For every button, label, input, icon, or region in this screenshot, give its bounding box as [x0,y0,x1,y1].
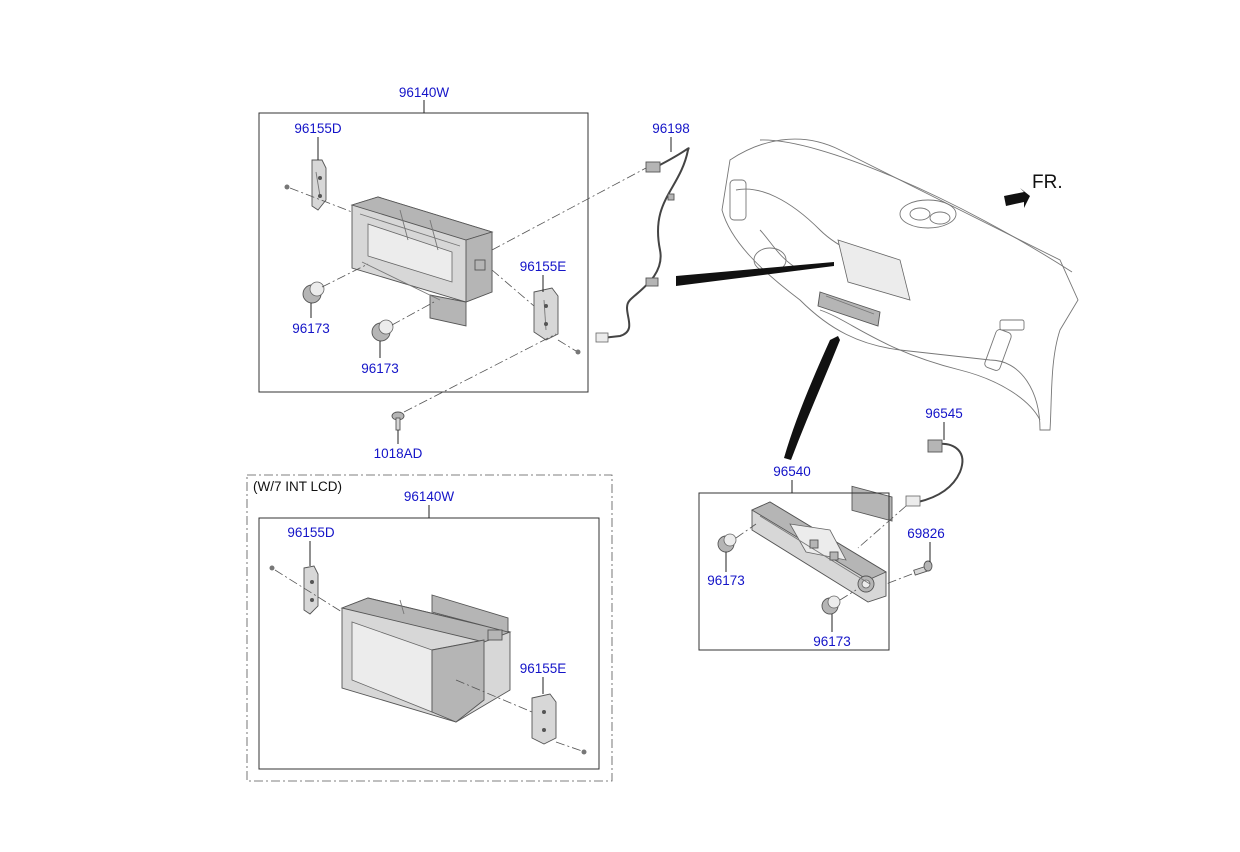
knob-96173-aircon-left [717,533,737,553]
label-bracket-right-top[interactable]: 96155E [520,259,567,274]
label-aircon-knob-2[interactable]: 96173 [813,634,851,649]
bracket-96155e-lcd [531,693,557,745]
label-front-direction: FR. [1032,172,1063,193]
label-aircon-knob-1[interactable]: 96173 [707,573,745,588]
label-aircon-screw[interactable]: 69826 [907,526,945,541]
label-aircon-cable[interactable]: 96545 [925,406,963,421]
bracket-96155d-top [311,159,327,211]
knob-96173-aircon-right [821,595,841,615]
label-audio-lcd[interactable]: 96140W [404,489,455,504]
label-bracket-right-lcd[interactable]: 96155E [520,661,567,676]
label-bracket-left-lcd[interactable]: 96155D [287,525,335,540]
dash-center-stack [817,239,911,522]
bracket-96155e-top [533,287,559,341]
label-screw[interactable]: 1018AD [374,446,423,461]
screw-69826 [913,560,933,576]
knob-96173-left [302,281,325,304]
label-bracket-left-top[interactable]: 96155D [294,121,342,136]
lcd-head-unit-illustration [340,594,512,723]
aircon-group [698,422,964,651]
knob-96173-center [371,319,394,342]
label-audio-main[interactable]: 96140W [399,85,450,100]
label-knob-2[interactable]: 96173 [361,361,399,376]
pointer-to-head-unit [676,262,834,286]
bracket-96155d-lcd [303,565,319,615]
aircon-frame [698,492,890,651]
front-arrow-icon [1004,188,1030,208]
cable-96198 [595,147,690,343]
head-unit-group [258,100,690,444]
pointer-to-aircon [784,336,840,460]
screw-small-icon [581,749,587,755]
lcd-variant-group [246,474,613,782]
label-cable[interactable]: 96198 [652,121,690,136]
label-knob-1[interactable]: 96173 [292,321,330,336]
dashboard-illustration [676,138,1079,522]
front-direction-indicator [1004,188,1030,208]
lcd-variant-frame [246,474,613,782]
label-aircon-panel[interactable]: 96540 [773,464,811,479]
head-unit-illustration [350,196,494,327]
label-lcd-variant-note: (W/7 INT LCD) [253,479,342,494]
screw-small-icon [269,565,275,571]
screw-small-icon [575,349,581,355]
screw-1018ad [391,411,405,431]
aircon-panel-illustration [751,501,887,603]
screw-small-icon [284,184,290,190]
cable-96545 [905,439,964,507]
